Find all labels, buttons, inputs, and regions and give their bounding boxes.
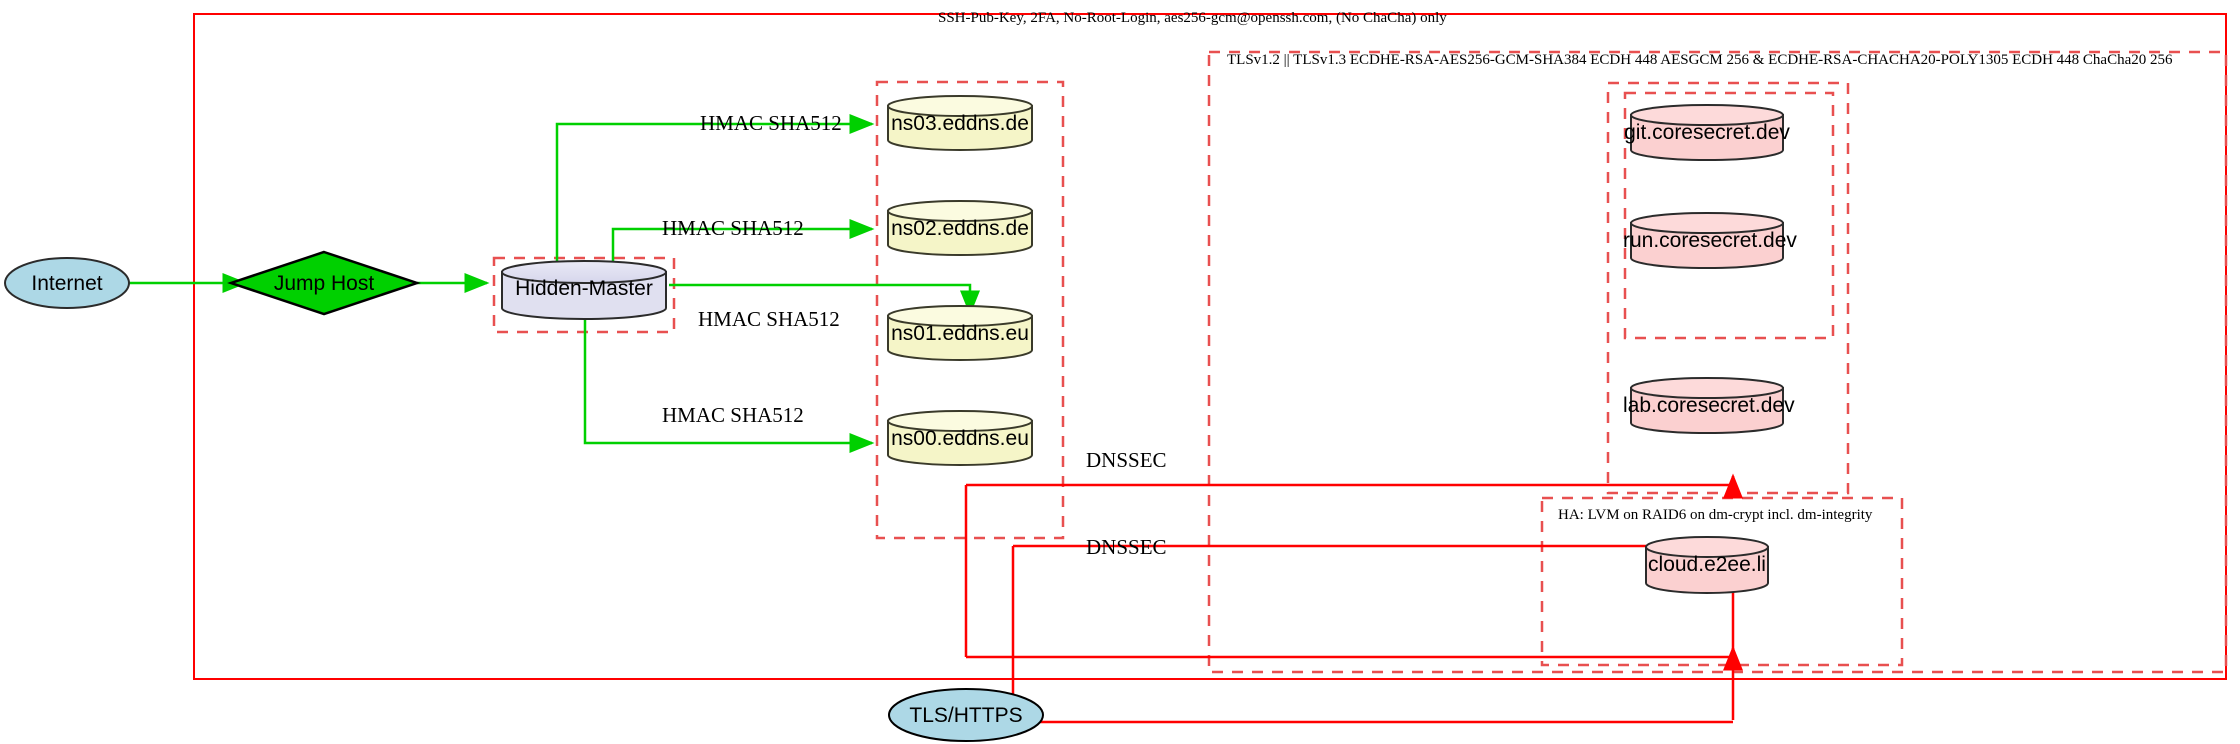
edge-dnssec-upper-tail [966, 645, 1743, 671]
tls-boundary-label: TLSv1.2 || TLSv1.3 ECDHE-RSA-AES256-GCM-… [1227, 52, 2173, 68]
cloud-node-label[interactable]: cloud.e2ee.li [1648, 553, 1766, 576]
edge-label-hmac-ns03: HMAC SHA512 [700, 111, 842, 135]
tlshttps-node-label[interactable]: TLS/HTTPS [909, 704, 1023, 727]
ssh-boundary-label: SSH-Pub-Key, 2FA, No-Root-Login, aes256-… [938, 10, 1447, 26]
ns02-node-label[interactable]: ns02.eddns.de [891, 217, 1029, 240]
edge-label-hmac-ns02: HMAC SHA512 [662, 216, 804, 240]
hidden-master-node [501, 260, 667, 320]
ns02-node [887, 200, 1033, 256]
ns01-node-label[interactable]: ns01.eddns.eu [891, 322, 1029, 345]
edge-dnssec-upper [966, 473, 1743, 499]
ns01-node [887, 305, 1033, 361]
lab-node [1630, 377, 1784, 434]
edge-master-ns01 [669, 283, 980, 316]
edge-label-dnssec-upper: DNSSEC [1086, 448, 1167, 472]
run-node-label[interactable]: run.coresecret.dev [1623, 229, 1797, 252]
tlshttps-node [888, 688, 1044, 742]
edge-label-hmac-ns00: HMAC SHA512 [662, 403, 804, 427]
internet-node-label[interactable]: Internet [31, 272, 103, 295]
lab-node-label[interactable]: lab.coresecret.dev [1623, 394, 1795, 417]
edge-master-ns00 [583, 320, 875, 453]
ns03-node-label[interactable]: ns03.eddns.de [891, 112, 1029, 135]
edge-label-hmac-ns01: HMAC SHA512 [698, 307, 840, 331]
git-node-label[interactable]: git.coresecret.dev [1624, 121, 1790, 144]
edge-label-dnssec-lower: DNSSEC [1086, 535, 1167, 559]
hidden-master-node-label[interactable]: Hidden-Master [515, 277, 653, 300]
run-node [1630, 212, 1784, 269]
ha-boundary-label: HA: LVM on RAID6 on dm-crypt incl. dm-in… [1558, 507, 1873, 523]
jumphost-node-label[interactable]: Jump Host [273, 272, 375, 295]
gitrun-boundary-rect [1623, 91, 1835, 340]
git-node [1630, 104, 1784, 161]
tls-boundary-rect [1207, 50, 2228, 674]
ns03-node [887, 95, 1033, 151]
ssh-outer-boundary-rect [193, 13, 2227, 680]
edge-master-ns02 [611, 219, 875, 272]
jumphost-node [227, 250, 421, 316]
ha-boundary-rect [1540, 496, 1904, 667]
internet-node [4, 257, 130, 309]
cloud-node [1645, 536, 1769, 594]
ns00-node [887, 410, 1033, 466]
ns00-node-label[interactable]: ns00.eddns.eu [891, 427, 1029, 450]
edge-master-ns03 [555, 114, 875, 272]
